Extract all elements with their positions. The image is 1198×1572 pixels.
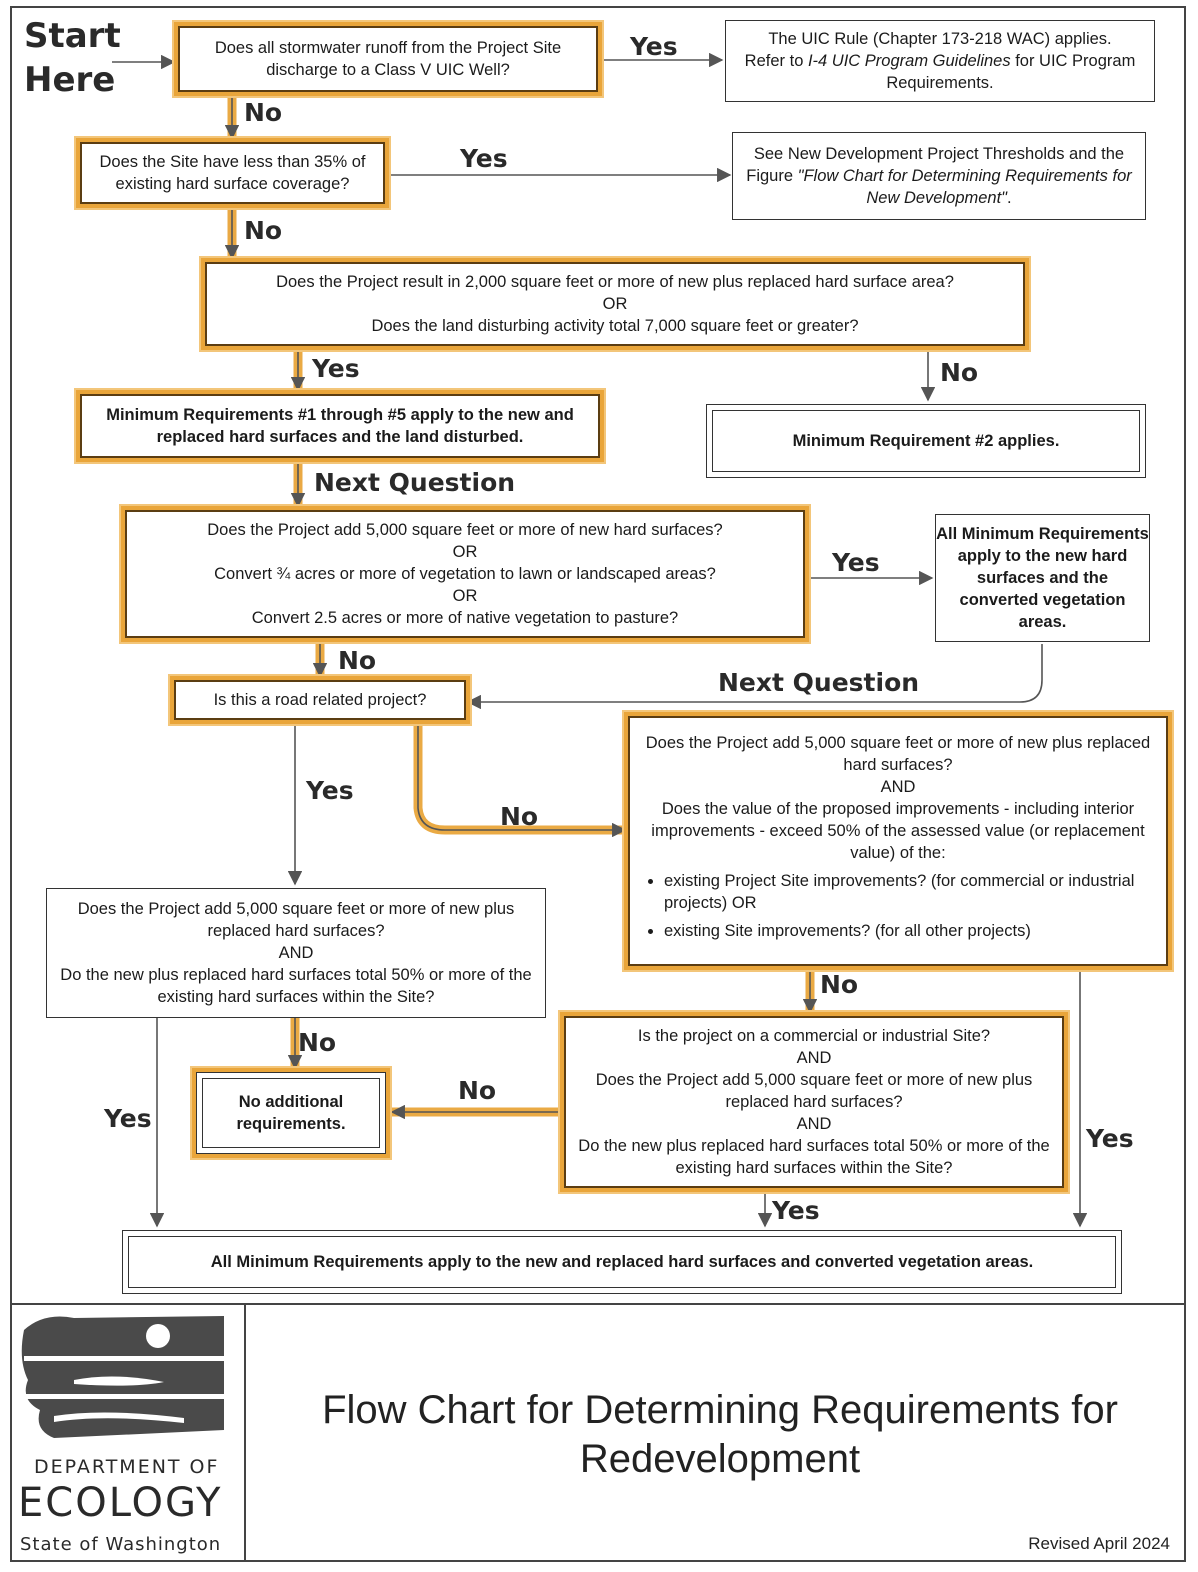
label-next-question-1: Next Question [314, 468, 516, 497]
qcomm-and1: AND [796, 1049, 832, 1067]
label-no-road: No [500, 802, 539, 831]
question-uic-text: Does all stormwater runoff from the Proj… [214, 39, 562, 79]
ecology-logo: DEPARTMENT OF ECOLOGY State of Washingto… [14, 1310, 242, 1560]
result-no-additional: No additional requirements. [196, 1072, 386, 1154]
question-road-related: Is this a road related project? [174, 680, 466, 720]
page-frame [10, 6, 1186, 1562]
result-all-min-req-vegetation: All Minimum Requirements apply to the ne… [935, 514, 1150, 642]
question-35-text: Does the Site have less than 35% of exis… [99, 153, 366, 193]
qcomm-line1: Is the project on a commercial or indust… [637, 1027, 991, 1045]
min1to5-text: Minimum Requirements #1 through #5 apply… [106, 406, 574, 446]
label-no-35: No [244, 216, 283, 245]
qcomm-line3: Do the new plus replaced hard surfaces t… [578, 1137, 1050, 1177]
result-min-req-1-to-5: Minimum Requirements #1 through #5 apply… [80, 394, 600, 458]
label-no-road-yes: No [298, 1028, 337, 1057]
q5000-line1: Does the Project add 5,000 square feet o… [207, 521, 723, 539]
uic-refer: Refer to [744, 52, 808, 70]
label-yes-road-yes: Yes [104, 1104, 152, 1133]
q5000-line3: Convert 2.5 acres or more of native vege… [251, 609, 679, 627]
result-new-development: See New Development Project Thresholds a… [732, 132, 1146, 220]
state-label: State of Washington [20, 1534, 222, 1555]
qvalue-bullets: existing Project Site improvements? (for… [630, 870, 1166, 948]
qcomm-and2: AND [796, 1115, 832, 1133]
question-commercial-site: Is the project on a commercial or indust… [564, 1016, 1064, 1188]
uic-line1: The UIC Rule (Chapter 173-218 WAC) appli… [768, 30, 1112, 48]
start-here-label: Start Here [24, 14, 121, 102]
newdev-figure: "Flow Chart for Determining Requirements… [797, 167, 1132, 207]
label-no-5000: No [338, 646, 377, 675]
qvalue-bullet-2: existing Site improvements? (for all oth… [664, 920, 1166, 942]
question-2000-sqft: Does the Project result in 2,000 square … [205, 262, 1025, 346]
question-5000-sqft: Does the Project add 5,000 square feet o… [125, 510, 805, 638]
q5000-line2: Convert ¾ acres or more of vegetation to… [214, 565, 716, 583]
q2000-or: OR [602, 295, 628, 313]
question-road-yes: Does the Project add 5,000 square feet o… [46, 888, 546, 1018]
label-yes-uic: Yes [630, 32, 678, 61]
label-next-question-2: Next Question [718, 668, 920, 697]
q5000-or1: OR [452, 543, 478, 561]
result-all-min-req-final: All Minimum Requirements apply to the ne… [122, 1230, 1122, 1294]
footer-logo-divider [244, 1303, 246, 1562]
min2-text: Minimum Requirement #2 applies. [792, 432, 1060, 450]
q2000-line1: Does the Project result in 2,000 square … [276, 273, 954, 291]
qvalue-line1: Does the Project add 5,000 square feet o… [645, 734, 1151, 774]
label-yes-5000: Yes [832, 548, 880, 577]
label-yes-35: Yes [460, 144, 508, 173]
qvalue-line2: Does the value of the proposed improveme… [651, 800, 1145, 862]
newdev-lead: See New Development Project Thresholds a… [746, 145, 1125, 185]
dept-of-label: DEPARTMENT OF [34, 1456, 220, 1478]
revised-date: Revised April 2024 [1028, 1534, 1170, 1553]
qroadyes-and: AND [278, 944, 314, 962]
label-yes-road: Yes [306, 776, 354, 805]
washington-state-icon [21, 1316, 229, 1438]
label-no-2000: No [940, 358, 979, 387]
q-road-text: Is this a road related project? [213, 691, 427, 709]
newdev-tail: . [1007, 189, 1012, 207]
noadd-text: No additional requirements. [236, 1093, 346, 1133]
label-yes-2000: Yes [312, 354, 360, 383]
uic-tail: for UIC Program Requirements. [886, 52, 1136, 92]
result-uic-text: The UIC Rule (Chapter 173-218 WAC) appli… [726, 28, 1154, 94]
result-uic-rule: The UIC Rule (Chapter 173-218 WAC) appli… [725, 20, 1155, 102]
label-no-value: No [820, 970, 859, 999]
question-uic-well: Does all stormwater runoff from the Proj… [178, 26, 598, 92]
label-no-commercial: No [458, 1076, 497, 1105]
result-min-req-2: Minimum Requirement #2 applies. [706, 404, 1146, 478]
chart-title: Flow Chart for Determining Requirements … [322, 1388, 1118, 1481]
label-yes-value: Yes [1086, 1124, 1134, 1153]
start-label-line2: Here [24, 60, 116, 100]
qroadyes-line1: Does the Project add 5,000 square feet o… [77, 900, 515, 940]
qroadyes-line2: Do the new plus replaced hard surfaces t… [60, 966, 532, 1006]
final-text: All Minimum Requirements apply to the ne… [210, 1253, 1034, 1271]
footer-divider [10, 1303, 1186, 1305]
uic-guidelines: I-4 UIC Program Guidelines [807, 52, 1011, 70]
result-new-dev-text: See New Development Project Thresholds a… [733, 143, 1145, 209]
qvalue-bullet-1: existing Project Site improvements? (for… [664, 870, 1166, 914]
question-improvement-value: Does the Project add 5,000 square feet o… [628, 716, 1168, 966]
q5000-or2: OR [452, 587, 478, 605]
start-label-line1: Start [24, 16, 121, 56]
question-hard-surface-35: Does the Site have less than 35% of exis… [80, 142, 385, 204]
qcomm-line2: Does the Project add 5,000 square feet o… [595, 1071, 1033, 1111]
qvalue-and: AND [880, 778, 916, 796]
label-yes-commercial: Yes [772, 1196, 820, 1225]
q2000-line2: Does the land disturbing activity total … [371, 317, 859, 335]
allmin-veg-text: All Minimum Requirements apply to the ne… [936, 525, 1149, 631]
label-no-uic: No [244, 98, 283, 127]
ecology-label: ECOLOGY [18, 1480, 223, 1526]
